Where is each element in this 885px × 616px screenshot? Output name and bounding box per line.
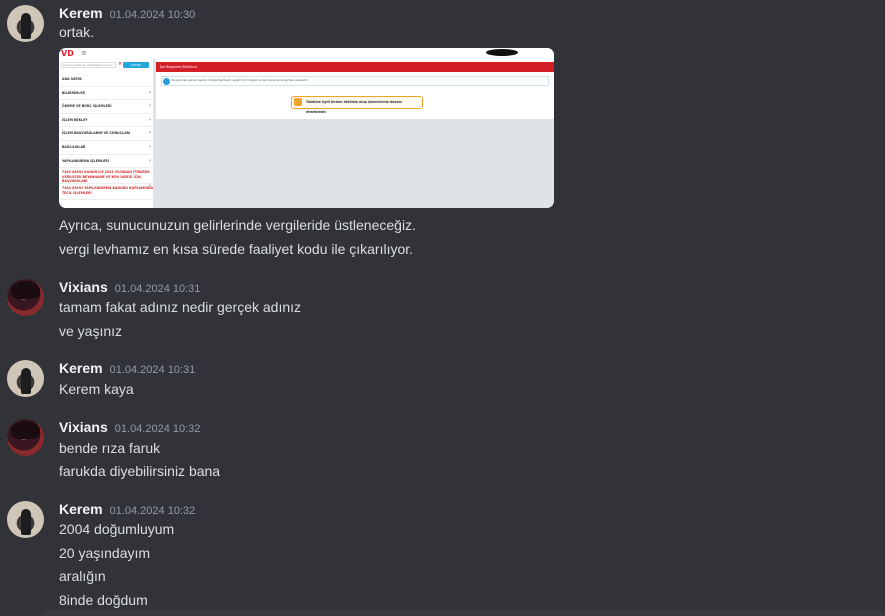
username[interactable]: Kerem — [59, 5, 103, 21]
chevron-right-icon: › — [148, 183, 151, 190]
timestamp: 01.04.2024 10:31 — [109, 364, 196, 376]
message-text: vergi levhamız en kısa sürede faaliyet k… — [59, 241, 414, 257]
avatar[interactable] — [7, 501, 44, 538]
message-input-bar[interactable] — [42, 610, 885, 616]
image-attachment[interactable]: VD ≡ Arama yapmak istediğiniz menü adını… — [59, 48, 554, 208]
message-text: bende rıza faruk — [59, 440, 161, 456]
attachment-logo: VD — [61, 49, 74, 58]
message-text: 8inde doğdum — [59, 592, 148, 608]
avatar[interactable] — [7, 360, 44, 397]
redaction-mark — [486, 49, 518, 56]
message-text: ortak. — [59, 24, 95, 40]
username[interactable]: Vixians — [59, 419, 108, 435]
attachment-warning-box: Talebine ilgili birime iletilmiş olup iş… — [291, 96, 423, 114]
attachment-nav-item: ÖDEME VE BORÇ İŞLEMLERİ› — [59, 100, 154, 114]
attachment-nav-item: ANA SAYFA — [59, 73, 154, 87]
message-text: aralığın — [59, 568, 106, 584]
attachment-nav: ANA SAYFA BİLDİRİMLER› ÖDEME VE BORÇ İŞL… — [59, 73, 154, 201]
hamburger-icon: ≡ — [81, 49, 87, 57]
message-text: tamam fakat adınız nedir gerçek adınız — [59, 299, 302, 315]
avatar[interactable] — [7, 419, 44, 456]
attachment-nav-item: İŞLEM BEKLEY› — [59, 114, 154, 128]
warning-icon — [294, 98, 302, 106]
chevron-right-icon: › — [148, 130, 151, 137]
chevron-right-icon: › — [148, 143, 151, 150]
close-icon: × — [118, 61, 123, 67]
attachment-header: İşe Başlama Bildirimi — [156, 62, 554, 72]
attachment-search-input: Arama yapmak istediğiniz menü adını yazı… — [61, 62, 116, 68]
timestamp: 01.04.2024 10:30 — [109, 9, 196, 21]
message-text: 2004 doğumluyum — [59, 521, 175, 537]
avatar[interactable] — [7, 279, 44, 316]
attachment-nav-item: BİLDİRİMLER› — [59, 87, 154, 101]
attachment-info-box: Bu sayfadan gerçek kişilerin mükellefiye… — [161, 76, 549, 86]
chevron-right-icon: › — [148, 103, 151, 110]
info-icon — [163, 78, 170, 85]
timestamp: 01.04.2024 10:32 — [109, 505, 196, 517]
chevron-right-icon: › — [148, 89, 151, 96]
timestamp: 01.04.2024 10:32 — [114, 423, 201, 435]
chevron-right-icon: › — [148, 116, 151, 123]
attachment-nav-item: BAĞLILIKLAR› — [59, 141, 154, 155]
message-text: Ayrıca, sunucunuzun gelirlerinde vergile… — [59, 217, 416, 233]
attachment-nav-item: YAPILANDIRMA İŞLEMLERİ› — [59, 155, 154, 169]
attachment-nav-item: 7440 SAYILI KANUN İLE 2023 YILINDAN İTİB… — [59, 168, 154, 185]
username[interactable]: Kerem — [59, 501, 103, 517]
message-text: farukda diyebilirsiniz bana — [59, 463, 221, 479]
attachment-sidebar: Arama yapmak istediğiniz menü adını yazı… — [59, 59, 154, 208]
attachment-main: İşe Başlama Bildirimi Bu sayfadan gerçek… — [156, 59, 554, 119]
attachment-nav-item: 7440 SAYILI YAPILANDIRMA KANUNU KAPSAMIN… — [59, 183, 154, 201]
attachment-nav-item: İŞLEM BAŞVURULARIM VE SONUÇLARI› — [59, 127, 154, 141]
avatar[interactable] — [7, 5, 44, 42]
attachment-topbar: VD ≡ — [59, 48, 554, 59]
timestamp: 01.04.2024 10:31 — [114, 283, 201, 295]
username[interactable]: Vixians — [59, 279, 108, 295]
message-text: 20 yaşındayım — [59, 545, 151, 561]
username[interactable]: Kerem — [59, 360, 103, 376]
chevron-right-icon: › — [148, 157, 151, 164]
message-text: ve yaşınız — [59, 323, 123, 339]
attachment-search-button: ARAMA — [123, 62, 149, 68]
message-text: Kerem kaya — [59, 381, 134, 397]
